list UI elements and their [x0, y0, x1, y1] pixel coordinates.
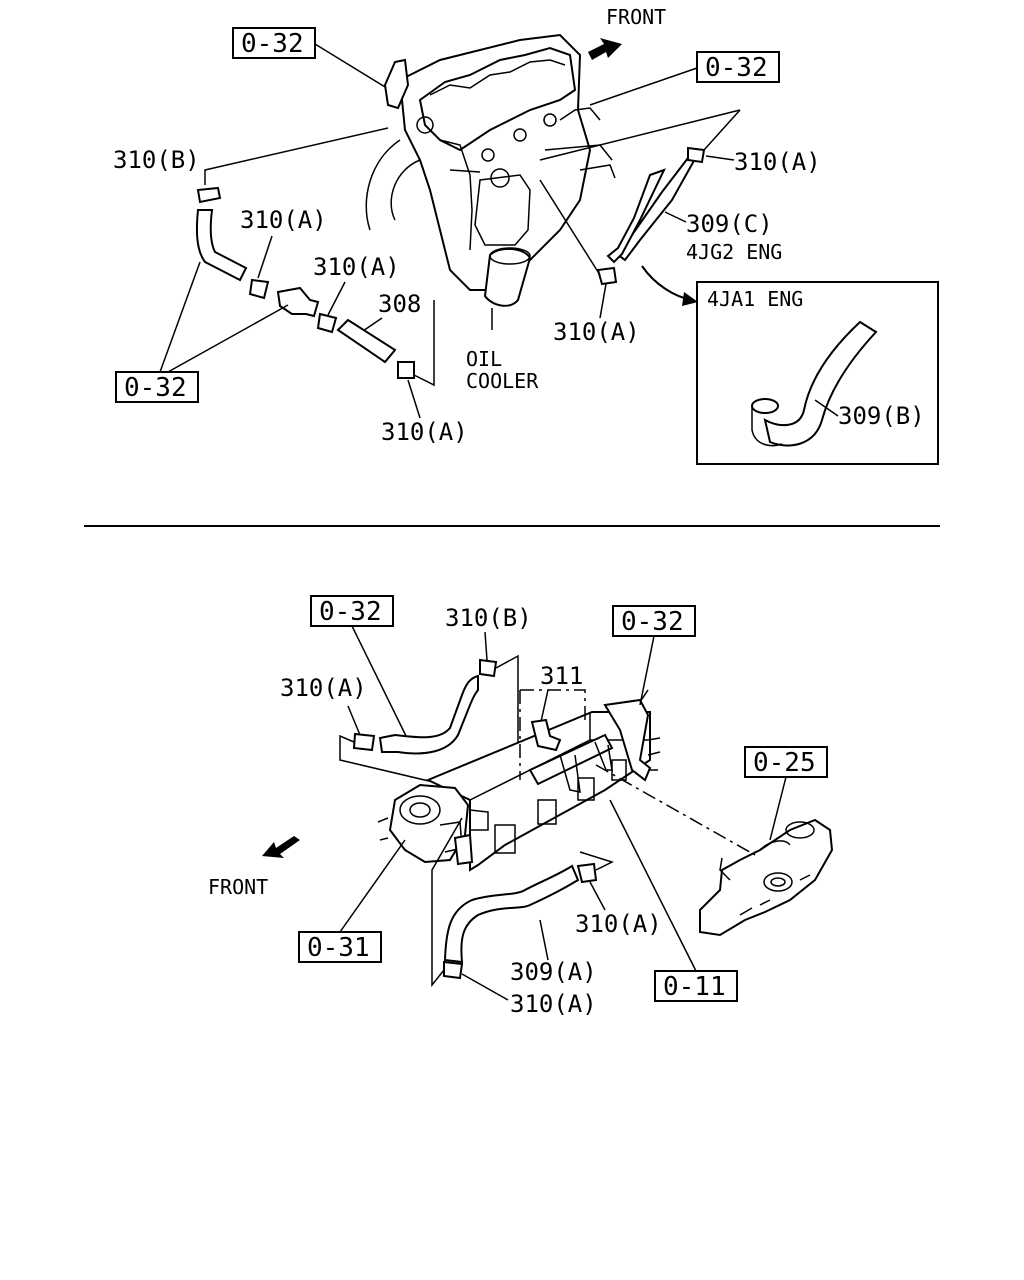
oil-cooler — [483, 247, 532, 330]
bottom-ref-box-right-label: 0-25 — [753, 748, 816, 778]
inset-box: 4JA1 ENG 309(B) — [696, 281, 939, 465]
top-clamp-a-3-label: 310(A) — [381, 418, 468, 446]
top-front-arrow — [588, 38, 622, 60]
top-clamp-b-part — [196, 186, 222, 204]
bottom-diagram: 0-32 310(B) 310(A) — [208, 595, 834, 1018]
top-ref-box-lower-left-label: 0-32 — [124, 373, 187, 403]
bottom-upper-hose — [378, 674, 479, 755]
top-pipe-label: 308 — [378, 290, 421, 318]
top-clamp-a-3-part — [397, 361, 415, 379]
bottom-hose-a-label: 309(A) — [510, 958, 597, 986]
bottom-clamp-a-2-part — [576, 862, 598, 884]
top-engine-note: 4JG2 ENG — [686, 240, 782, 264]
bottom-sensor-part — [530, 718, 562, 752]
bottom-ref-box-top-left-label: 0-32 — [319, 597, 382, 627]
top-front-label: FRONT — [606, 5, 666, 29]
bottom-clamp-a-1-label: 310(A) — [280, 674, 367, 702]
bottom-front-label: FRONT — [208, 875, 268, 899]
top-pipe-part — [336, 318, 397, 364]
top-ref-box-upper-right — [696, 51, 780, 83]
top-diagram: FRONT OIL COOLER — [113, 5, 939, 465]
bottom-clamp-b-part — [479, 658, 498, 678]
top-clamp-a-right-part — [687, 146, 706, 164]
bottom-clamp-b-label: 310(B) — [445, 604, 532, 632]
top-ref-box-upper-left — [232, 27, 316, 59]
bottom-ref-box-bottom-label: 0-11 — [663, 972, 726, 1002]
bottom-clamp-a-3-part — [443, 960, 464, 980]
top-clamp-b-label: 310(B) — [113, 146, 200, 174]
top-adapter — [276, 286, 320, 318]
top-clamp-a-4-part — [596, 266, 618, 286]
inset-title: 4JA1 ENG — [707, 287, 803, 311]
top-clamp-a-right-label: 310(A) — [734, 148, 821, 176]
bottom-clamp-a-3-label: 310(A) — [510, 990, 597, 1018]
top-clamp-a-1-label: 310(A) — [240, 206, 327, 234]
top-hose-c-part — [616, 149, 701, 262]
inset-hose-b — [763, 320, 878, 447]
top-clamp-a-2-part — [316, 312, 338, 334]
bottom-front-arrow — [262, 836, 300, 858]
top-left-hose — [195, 209, 248, 282]
inset-part-label: 309(B) — [838, 402, 925, 430]
bottom-clamp-a-2-label: 310(A) — [575, 910, 662, 938]
top-clamp-a-1-part — [248, 278, 270, 300]
top-ref-box-upper-right-label: 0-32 — [705, 53, 768, 83]
top-ref-box-upper-left-label: 0-32 — [241, 29, 304, 59]
bottom-ref-box-left-label: 0-31 — [307, 933, 370, 963]
bottom-ref-box-top-right-label: 0-32 — [621, 607, 684, 637]
engine-block — [365, 33, 616, 291]
oil-cooler-label-2: COOLER — [466, 369, 539, 393]
bottom-lower-hose — [443, 864, 580, 964]
top-ref-box-lower-left — [115, 371, 199, 403]
bottom-heat-exchanger — [699, 818, 834, 937]
bottom-clamp-a-1-part — [352, 732, 376, 752]
top-hose-c-label: 309(C) — [686, 210, 773, 238]
bottom-sensor-label: 311 — [540, 662, 583, 690]
top-clamp-a-2-label: 310(A) — [313, 253, 400, 281]
oil-cooler-label-1: OIL — [466, 347, 502, 371]
top-clamp-a-4-label: 310(A) — [553, 318, 640, 346]
